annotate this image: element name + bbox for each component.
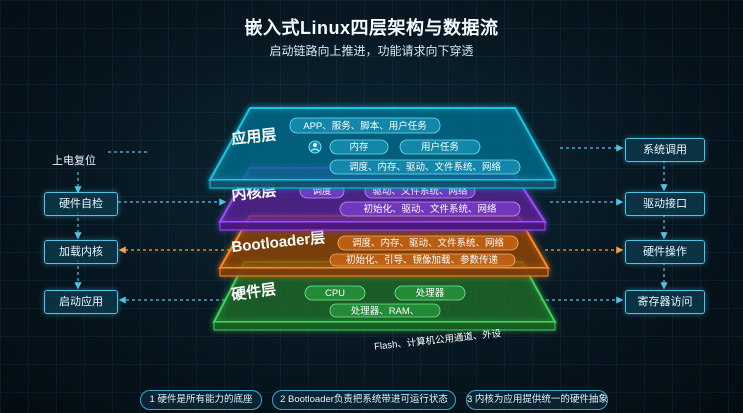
note-1: 1 硬件是所有能力的底座 [140,390,262,410]
right-step-syscall: 系统调用 [625,138,705,162]
kernel-pill-init: 初始化、驱动、文件系统、网络 [363,203,497,215]
bootloader-pill-2: 初始化、引导、镜像加载、参数传递 [346,254,499,266]
application-layer-title: 应用层 [231,125,278,148]
hardware-pill-flash: Flash、计算机公用通道、外设 [374,327,503,352]
page-title: 嵌入式Linux四层架构与数据流 [244,18,499,38]
note-2: 2 Bootloader负责把系统带进可运行状态 [272,390,456,410]
hardware-pills: CPU 处理器 处理器、RAM、 [304,285,466,318]
power-on-reset-label: 上电复位 [52,155,96,167]
application-pills: APP、服务、脚本、用户任务 内存 用户任务 调度、内存、驱动、文件系统、网络 [289,117,521,175]
bootloader-pill-1: 调度、内存、驱动、文件系统、网络 [352,237,505,249]
right-step-hardware-op: 硬件操作 [625,240,705,264]
left-step-load-kernel: 加载内核 [44,240,118,264]
note-3: 3 内核为应用提供统一的硬件抽象 [466,390,608,410]
bootloader-pills: 调度、内存、驱动、文件系统、网络 初始化、引导、镜像加载、参数传递 [329,235,519,267]
app-pill-kernel-features: 调度、内存、驱动、文件系统、网络 [349,161,502,173]
app-pill-tasks: 用户任务 [421,141,460,153]
hardware-pill-ram: 处理器、RAM、 [351,305,420,317]
flow-connectors [74,144,668,304]
page-subtitle: 启动链路向上推进，功能请求向下穿透 [269,44,474,58]
left-step-start-app: 启动应用 [44,290,118,314]
app-pill-services: APP、服务、脚本、用户任务 [303,120,427,132]
right-step-driver-interface: 驱动接口 [625,192,705,216]
app-pill-memory: 内存 [349,141,369,153]
user-icon [308,140,322,154]
right-step-register-access: 寄存器访问 [625,290,705,314]
hardware-pill-processor: 处理器 [416,287,445,299]
left-step-hardware-selftest: 硬件自检 [44,192,118,216]
hardware-pill-cpu: CPU [325,288,345,299]
